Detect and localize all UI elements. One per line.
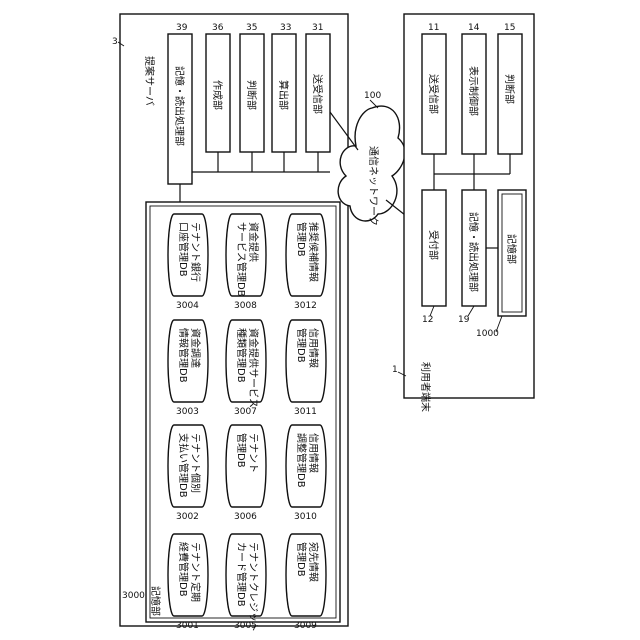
database-number: 3007 — [234, 407, 257, 417]
database-label-line2: 経費管理DB — [177, 542, 190, 597]
database-cylinder: 資金調達情報管理DB 3003 — [168, 320, 208, 417]
database-cylinder: テナント管理DB 3006 — [226, 425, 266, 522]
user-terminal: 1 利用者端末 送受信部 11 表示制御部 14 判断部 15 受付部 12 記… — [392, 14, 534, 412]
terminal-unit-label: 表示制御部 — [467, 66, 480, 116]
database-label-line2: 管理DB — [295, 328, 308, 363]
database-number: 3009 — [294, 621, 317, 631]
database-cylinder: 資金提供サービス管理DB 3008 — [226, 214, 266, 311]
database-label-line1: テナント個別 — [189, 433, 202, 493]
database-number: 3012 — [294, 301, 317, 311]
database-cylinder: テナント銀行口座管理DB 3004 — [168, 214, 208, 311]
terminal-storage-num: 1000 — [476, 329, 499, 339]
database-label-line1: 資金調達 — [189, 328, 202, 368]
database-label-line2: 情報管理DB — [177, 328, 190, 383]
terminal-unit-num: 14 — [468, 23, 480, 33]
database-cylinder: テナント個別支払い管理DB 3002 — [168, 425, 208, 522]
server-unit-label: 算出部 — [277, 80, 290, 110]
server-unit-label: 判断部 — [245, 80, 258, 110]
suggestion-server: 3 提案サーバ 記憶・読出処理部 39 作成部 36 判断部 35 算出部 33… — [112, 14, 348, 632]
database-label-line2: 種類管理DB — [235, 328, 248, 383]
database-label-line2: カード管理DB — [235, 542, 248, 607]
server-unit-label: 作成部 — [211, 80, 224, 110]
terminal-unit-label: 送受信部 — [427, 74, 440, 114]
database-label-line1: 信用情報 — [307, 328, 320, 368]
network-label: 通信ネットワーク — [367, 146, 379, 226]
database-label-line1: 推奨候補情報 — [307, 222, 320, 282]
server-title: 提案サーバ — [143, 56, 156, 106]
server-unit-label: 送受信部 — [311, 74, 324, 114]
terminal-unit-num: 11 — [428, 23, 439, 33]
database-number: 3008 — [234, 301, 257, 311]
database-label-line1: テナントクレジット — [247, 542, 259, 632]
database-cylinder: 信用情報調整管理DB 3010 — [286, 425, 326, 522]
terminal-title: 利用者端末 — [419, 362, 432, 412]
terminal-unit-label: 受付部 — [427, 230, 440, 260]
database-label-line1: 宛先情報 — [307, 542, 320, 582]
database-label-line1: 資金提供 — [247, 222, 260, 262]
database-cylinder: 信用情報管理DB 3011 — [286, 320, 326, 417]
database-number: 3002 — [176, 512, 199, 522]
database-label-line2: 管理DB — [295, 542, 308, 577]
database-number: 3010 — [294, 512, 317, 522]
database-label-line2: 口座管理DB — [177, 222, 190, 277]
terminal-unit-num: 19 — [458, 315, 470, 325]
database-label-line1: 資金提供サービス — [247, 328, 260, 408]
network-num: 100 — [364, 91, 381, 101]
database-cylinder: テナント定期経費管理DB 3001 — [168, 534, 208, 631]
server-unit-num: 39 — [176, 23, 188, 33]
database-label-line1: 信用情報 — [307, 433, 320, 473]
database-number: 3006 — [234, 512, 257, 522]
database-number: 3004 — [176, 301, 199, 311]
terminal-unit-label: 記憶・読出処理部 — [467, 212, 480, 292]
server-unit-num: 36 — [212, 23, 224, 33]
database-number: 3003 — [176, 407, 199, 417]
database-number: 3001 — [176, 621, 199, 631]
database-label-line2: 支払い管理DB — [177, 433, 190, 498]
database-cylinder: 推奨候補情報管理DB 3012 — [286, 214, 326, 311]
database-number: 3011 — [294, 407, 317, 417]
server-unit-num: 31 — [312, 23, 323, 33]
server-storage-label: 記憶部 — [149, 586, 162, 616]
terminal-number: 1 — [392, 365, 398, 375]
terminal-storage-label: 記憶部 — [505, 234, 518, 264]
database-label-line2: サービス管理DB — [235, 222, 248, 297]
terminal-unit-label: 判断部 — [503, 74, 516, 104]
database-number: 3005 — [234, 621, 257, 631]
server-unit-label: 記憶・読出処理部 — [173, 66, 186, 146]
database-label-line1: テナント銀行 — [189, 222, 202, 282]
database-label-line2: 管理DB — [295, 222, 308, 257]
server-number: 3 — [112, 37, 118, 47]
database-label-line2: 調整管理DB — [295, 433, 308, 488]
database-cylinder: 資金提供サービス種類管理DB 3007 — [226, 320, 266, 417]
database-cylinder: 宛先情報管理DB 3009 — [286, 534, 326, 631]
database-label-line1: テナント定期 — [189, 542, 202, 602]
server-unit-num: 33 — [280, 23, 291, 33]
server-unit-num: 35 — [246, 23, 257, 33]
database-label-line1: テナント — [247, 433, 259, 473]
database-label-line2: 管理DB — [235, 433, 248, 468]
terminal-unit-num: 15 — [504, 23, 515, 33]
terminal-unit-num: 12 — [422, 315, 433, 325]
server-storage-num: 3000 — [122, 591, 145, 601]
